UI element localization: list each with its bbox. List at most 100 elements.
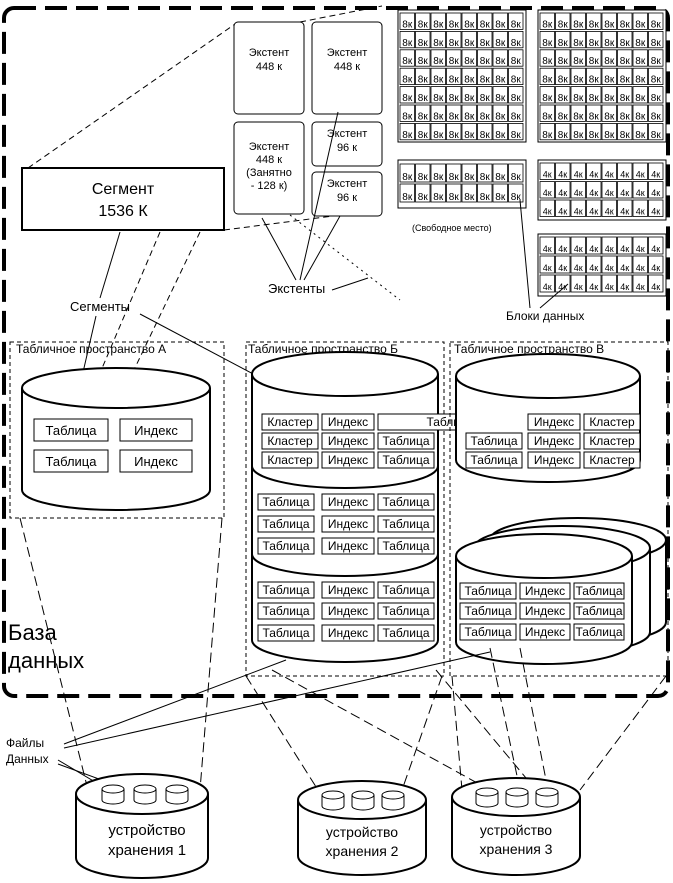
object-table: Таблица: [573, 623, 625, 641]
block-label: 8к: [573, 56, 584, 67]
block-cell: [570, 162, 586, 180]
block-cell: [632, 123, 648, 141]
svg-text:Кластер: Кластер: [267, 415, 313, 429]
tablespace-a-frame: [9, 341, 225, 519]
pointer-arrow: [519, 199, 531, 309]
block-label: 8к: [402, 56, 413, 67]
block-cell: [570, 236, 586, 255]
block-label: 8к: [433, 111, 444, 122]
datafile-disk-icon: [381, 790, 405, 811]
block-cell: [555, 86, 571, 104]
block-label: 8к: [635, 130, 646, 141]
block-label: 8к: [495, 93, 506, 104]
object-table: Таблица: [465, 432, 523, 450]
block-label: 8к: [480, 19, 491, 30]
segments-label: Сегменты: [70, 299, 130, 314]
svg-text:Индекс: Индекс: [134, 454, 178, 469]
block-label: 8к: [449, 111, 460, 122]
block-label: 8к: [651, 19, 662, 30]
block-cell: [648, 67, 664, 85]
block-cell: [477, 67, 493, 85]
extent-text: 96 к: [337, 142, 357, 154]
object-table: Таблица: [377, 493, 435, 511]
svg-text:Таблица: Таблица: [382, 626, 429, 640]
extent-text: 96 к: [337, 192, 357, 204]
block-label: 8к: [511, 19, 522, 30]
extent-text: (Занятно: [246, 167, 292, 179]
block-label: 4к: [558, 207, 567, 217]
extent-text: Экстент: [327, 178, 368, 190]
block-cell: [586, 30, 602, 49]
block-cell: [601, 12, 617, 30]
block-label: 8к: [433, 56, 444, 67]
extent-text: 448 к: [334, 61, 360, 73]
object-index: Индекс: [321, 581, 375, 599]
block-label: 8к: [464, 93, 475, 104]
block-cell: [539, 104, 555, 122]
zoom-line: [299, 5, 383, 23]
block-label: 8к: [433, 172, 444, 183]
pointer-arrow: [99, 231, 121, 299]
block-cell: [570, 199, 586, 217]
datafile-links: [271, 647, 549, 791]
object-cluster: Кластер: [583, 413, 641, 431]
segment-box: Сегмент 1536 К: [21, 167, 225, 231]
block-label: 8к: [511, 111, 522, 122]
block-label: 4к: [558, 188, 567, 198]
object-index: Индекс: [321, 515, 375, 533]
block-cell: [601, 274, 617, 293]
block-label: 8к: [418, 75, 429, 86]
block-label: 4к: [574, 244, 583, 254]
object-index: Индекс: [119, 418, 193, 442]
block-cell: [492, 123, 508, 141]
block-label: 4к: [574, 282, 583, 292]
database-label-line2: данных: [8, 648, 84, 673]
block-cell: [446, 163, 462, 183]
tablespace-b-frame: [245, 341, 445, 677]
block-label: 4к: [574, 188, 583, 198]
pointer-arrow: [303, 215, 341, 281]
block-cell: [570, 181, 586, 199]
block-label: 8к: [495, 111, 506, 122]
block-label: 8к: [620, 56, 631, 67]
block-label: 8к: [433, 93, 444, 104]
block-cell: [477, 12, 493, 30]
database-label-line1: База: [8, 620, 58, 645]
block-cell: [446, 67, 462, 85]
block-cell: [570, 30, 586, 49]
block-label: 8к: [418, 192, 429, 203]
block-cell: [648, 86, 664, 104]
block-label: 8к: [418, 172, 429, 183]
object-index: Индекс: [519, 602, 571, 620]
block-label: 4к: [636, 170, 645, 180]
block-cell: [446, 123, 462, 141]
block-cell: [430, 67, 446, 85]
block-label: 8к: [635, 56, 646, 67]
block-label: 8к: [495, 75, 506, 86]
extent-text: Экстент: [327, 128, 368, 140]
object-table: Таблица: [33, 418, 109, 442]
block-cell: [492, 12, 508, 30]
block-label: 8к: [635, 75, 646, 86]
object-index: Индекс: [527, 432, 581, 450]
block-cell: [632, 255, 648, 274]
svg-text:Таблица: Таблица: [262, 539, 309, 553]
block-cell: [586, 104, 602, 122]
svg-text:Кластер: Кластер: [589, 415, 635, 429]
block-cell: [632, 67, 648, 85]
block-label: 8к: [620, 38, 631, 49]
svg-text:Индекс: Индекс: [328, 626, 368, 640]
svg-text:Индекс: Индекс: [525, 584, 565, 598]
block-label: 8к: [511, 192, 522, 203]
block-label: 4к: [620, 244, 629, 254]
block-label: 4к: [605, 188, 614, 198]
block-label: 8к: [464, 38, 475, 49]
block-label: 8к: [558, 38, 569, 49]
block-cell: [601, 67, 617, 85]
block-label: 4к: [574, 207, 583, 217]
block-label: 8к: [418, 111, 429, 122]
block-cell: [430, 12, 446, 30]
storage-device-1: устройство хранения 1: [75, 773, 209, 879]
